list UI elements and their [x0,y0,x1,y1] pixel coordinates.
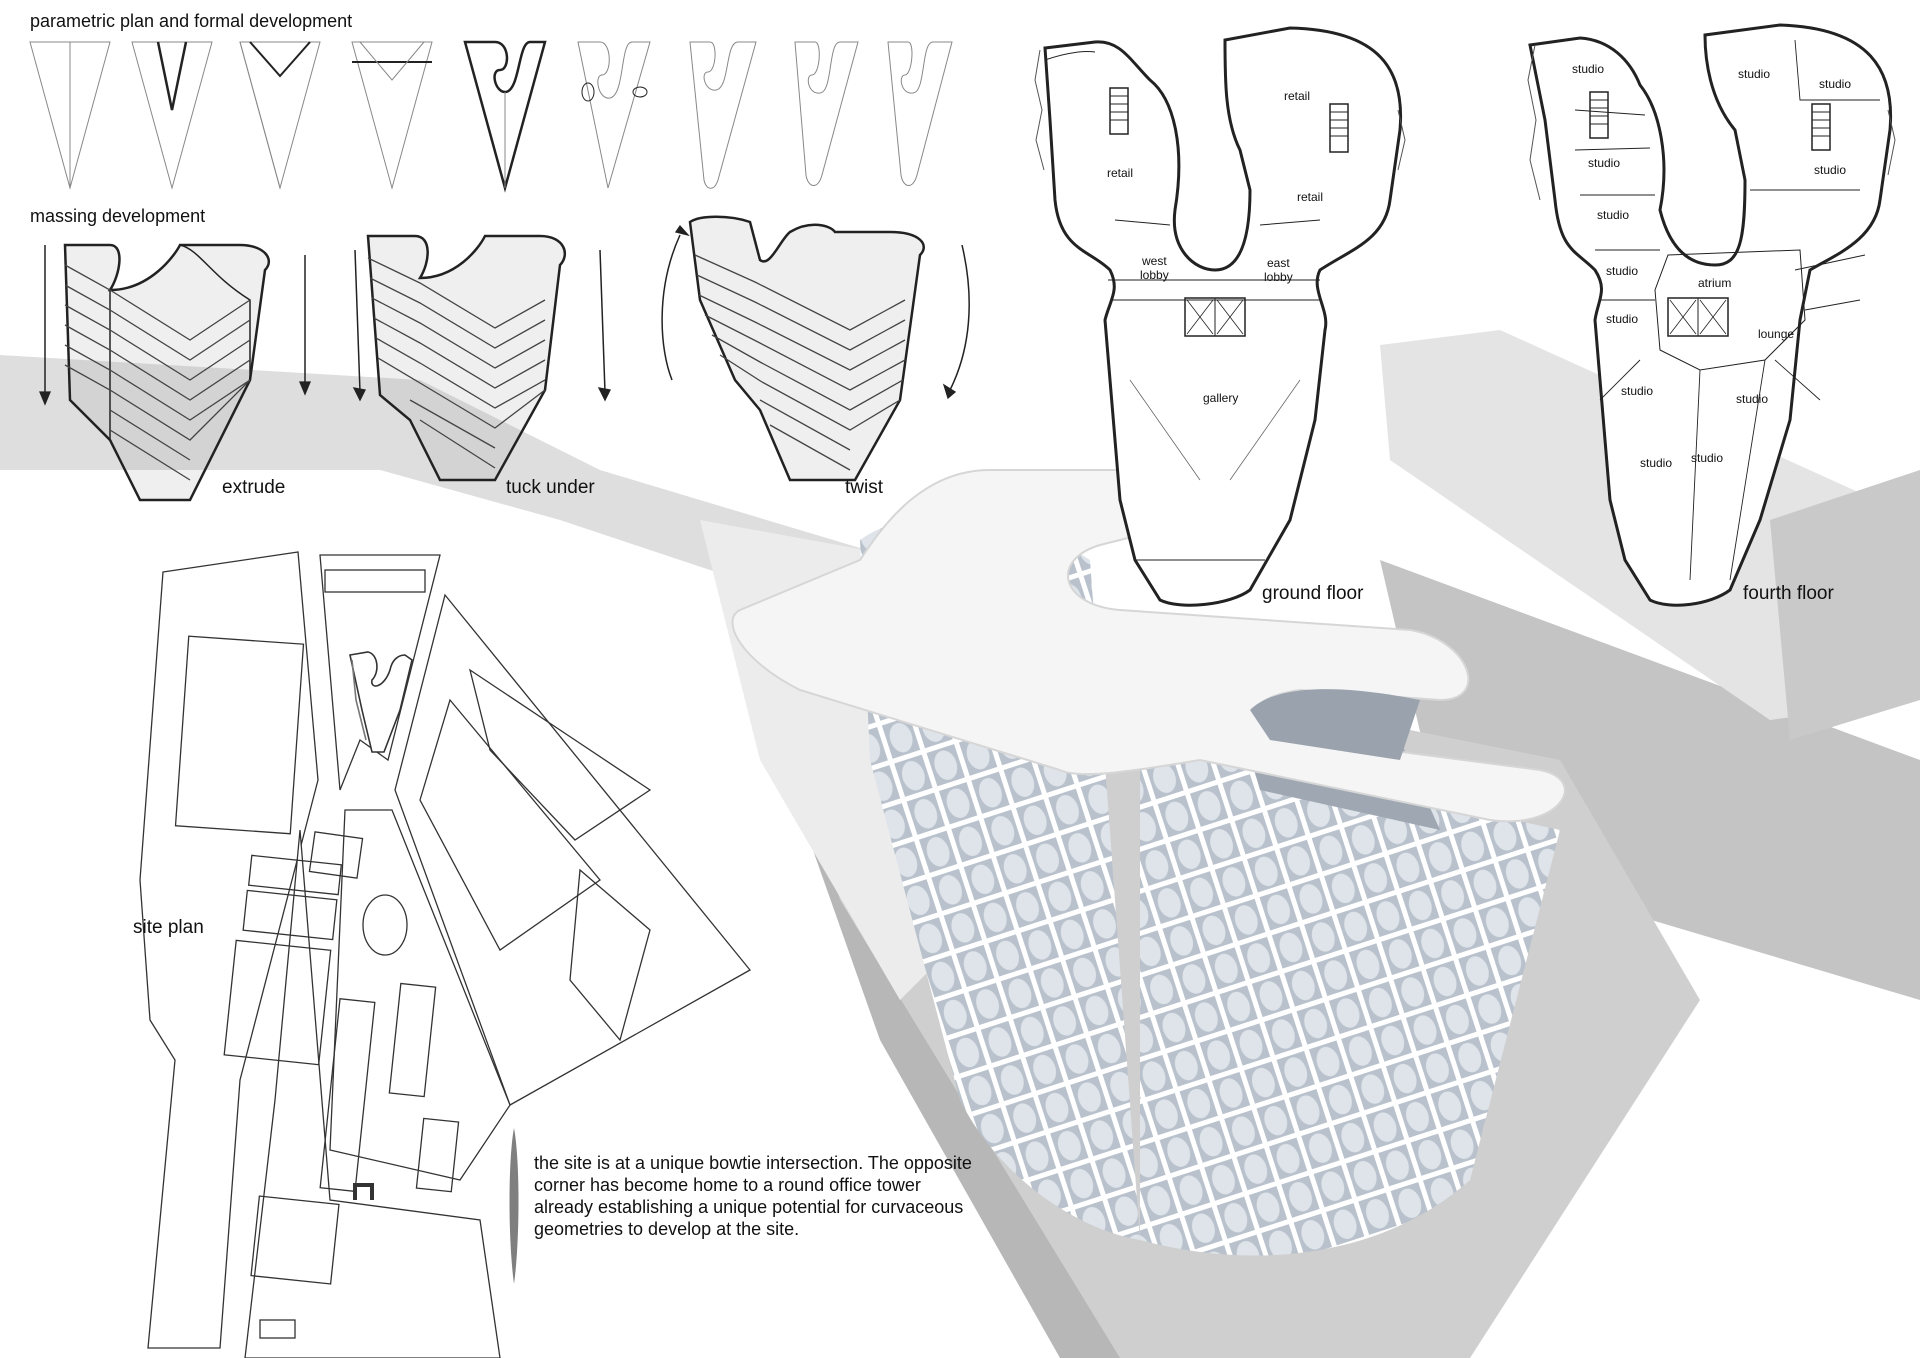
param-step-4 [351,41,433,190]
massing-twist [661,215,970,482]
ff-elevator-core [1667,297,1729,337]
gf-room-west-lobby: west lobby [1140,254,1169,282]
tower-south-facade [1140,740,1560,1256]
ground-floor-plan [1034,26,1406,607]
param-step-5 [463,40,547,193]
label-extrude: extrude [222,477,286,498]
ff-room-studio-8: studio [1606,312,1639,326]
ff-room-studio-2: studio [1738,67,1771,81]
massing-diagrams [39,215,970,502]
fourth-floor-plan [1527,23,1896,607]
ff-room-lounge: lounge [1758,327,1795,341]
ff-room-studio-6: studio [1597,208,1630,222]
site-note-marker [509,1128,519,1284]
fourth-floor-title: fourth floor [1743,583,1834,604]
ff-room-studio-5: studio [1814,163,1847,177]
param-step-6 [577,41,651,189]
gf-room-retail-north: retail [1284,89,1311,103]
ff-room-studio-10: studio [1736,392,1769,406]
param-step-7 [689,41,757,189]
road-right [1380,560,1920,1000]
ff-room-atrium: atrium [1698,276,1732,290]
param-step-8 [794,41,859,186]
param-step-2 [131,41,213,190]
ff-room-studio-3: studio [1819,77,1852,91]
parametric-sequence [29,40,953,193]
ff-room-studio-12: studio [1691,451,1724,465]
block-right-face [1770,470,1920,740]
site-tower-footprint [349,651,413,753]
ground-floor-title: ground floor [1262,583,1364,604]
gf-stair-west [1109,87,1129,135]
parametric-heading: parametric plan and formal development [30,11,353,31]
ff-room-studio-1: studio [1572,62,1605,76]
ff-room-studio-7: studio [1606,264,1639,278]
massing-extrude [39,243,311,502]
gf-room-east-lobby: east lobby [1264,256,1293,284]
gf-room-retail-west: retail [1107,166,1134,180]
massing-heading: massing development [30,206,206,226]
gf-elevator-core [1184,297,1246,337]
ff-room-studio-11: studio [1640,456,1673,470]
ff-room-studio-9: studio [1621,384,1654,398]
site-plan [139,551,751,1358]
roof-slot-shadow [1250,689,1420,760]
param-step-9 [887,41,953,186]
label-twist: twist [845,477,883,498]
site-note: the site is at a unique bowtie intersect… [534,1153,972,1239]
gf-room-gallery: gallery [1203,391,1239,405]
ff-stair-east [1811,103,1831,151]
gf-stair-east [1329,103,1349,153]
label-tuck-under: tuck under [506,477,595,498]
param-step-3 [239,41,321,190]
site-plan-label: site plan [133,917,204,938]
ff-stair-west [1589,91,1609,139]
param-step-1 [29,41,111,190]
gf-room-retail-east: retail [1297,190,1324,204]
massing-tuck-under [352,234,611,482]
ff-room-studio-4: studio [1588,156,1621,170]
